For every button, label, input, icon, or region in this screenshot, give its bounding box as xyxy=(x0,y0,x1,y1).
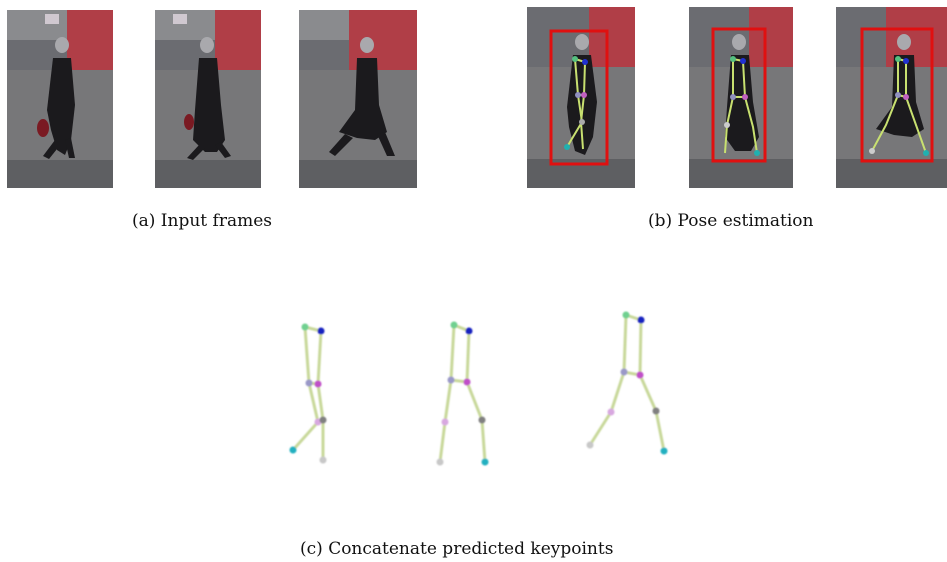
pose-frame-3 xyxy=(836,7,947,188)
bounding-box xyxy=(711,27,767,163)
bounding-box xyxy=(549,29,609,166)
pose-frame-1 xyxy=(527,7,635,188)
pose-frame-2 xyxy=(689,7,793,188)
keypoint-skeleton-1 xyxy=(289,323,327,464)
keypoints-panel xyxy=(270,300,690,480)
caption-concatenate-keypoints: (c) Concatenate predicted keypoints xyxy=(300,539,614,559)
keypoint-skeleton-2 xyxy=(436,321,489,466)
caption-input-frames: (a) Input frames xyxy=(132,211,272,231)
input-frame-1 xyxy=(7,10,113,188)
keypoint-skeleton-3 xyxy=(586,311,668,455)
input-frame-2 xyxy=(155,10,261,188)
input-frame-3 xyxy=(299,10,417,188)
bounding-box xyxy=(860,27,934,163)
caption-pose-estimation: (b) Pose estimation xyxy=(648,211,814,231)
